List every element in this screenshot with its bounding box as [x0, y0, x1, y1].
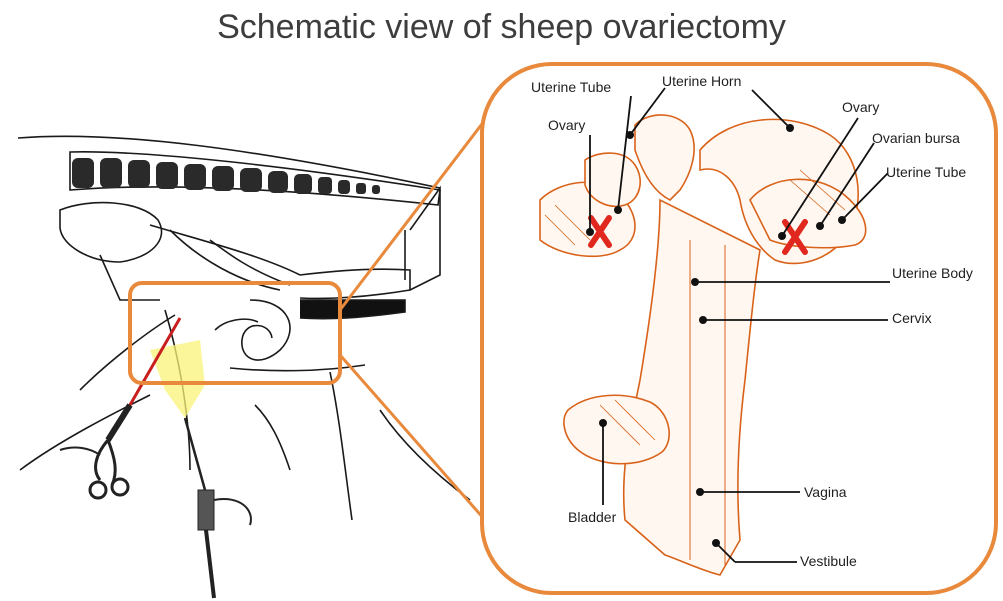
- label-cervix: Cervix: [892, 310, 932, 326]
- endoscope-field: [150, 340, 205, 418]
- label-uterine-horn: Uterine Horn: [662, 73, 741, 89]
- label-vestibule: Vestibule: [800, 553, 857, 569]
- label-uterine-body: Uterine Body: [892, 265, 973, 281]
- label-bladder: Bladder: [568, 509, 617, 525]
- label-ovary-right: Ovary: [842, 99, 879, 115]
- label-ovary-left: Ovary: [548, 117, 585, 133]
- label-ovarian-bursa: Ovarian bursa: [872, 130, 960, 146]
- label-vagina: Vagina: [804, 484, 847, 500]
- grasping-forceps: [60, 318, 180, 498]
- label-uterine-tube-right: Uterine Tube: [886, 164, 966, 180]
- pelvic-bone: [60, 203, 162, 262]
- sheep-pelvis-drawing: [18, 136, 470, 520]
- uterus: [242, 300, 290, 360]
- endoscope: [185, 418, 251, 598]
- zoom-connector-top: [340, 120, 485, 310]
- label-uterine-tube-left: Uterine Tube: [531, 79, 611, 95]
- zoom-connector-bottom: [340, 355, 485, 520]
